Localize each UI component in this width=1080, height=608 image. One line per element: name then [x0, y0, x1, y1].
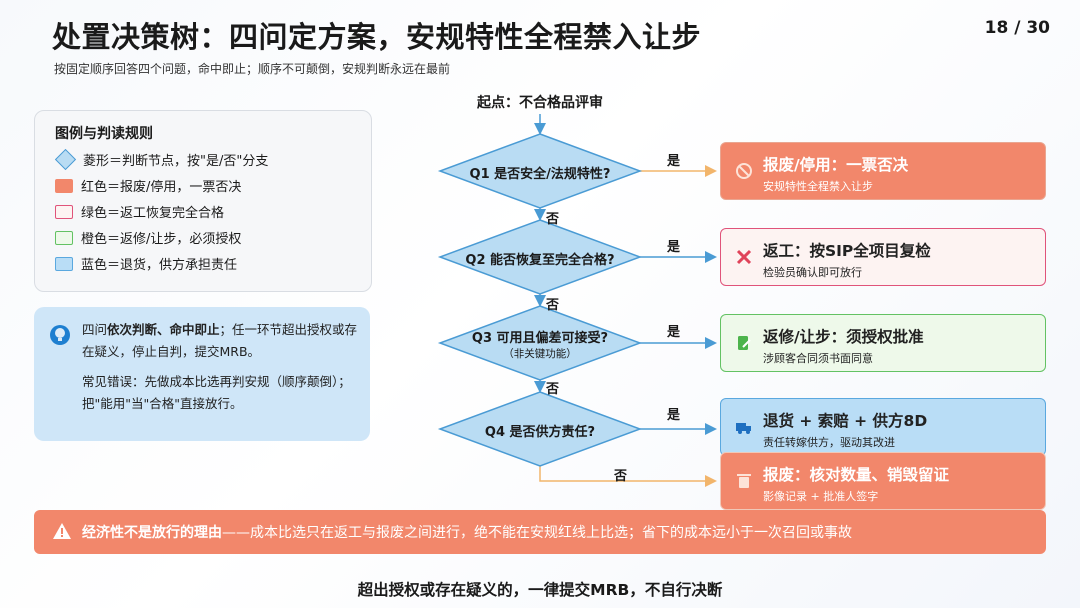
legend-item-label: 蓝色＝退货，供方承担责任 — [81, 258, 238, 273]
q3-yes-label: 是 — [667, 325, 681, 340]
warning-banner: 经济性不是放行的理由——成本比选只在返工与报废之间进行，绝不能在安规红线上比选；… — [34, 510, 1046, 554]
tip-text: 四问依次判断、命中即止；任一环节超出授权或存在疑义，停止自判，提交MRB。 常见… — [82, 319, 362, 415]
q1-label: Q1 是否安全/法规特性? — [469, 167, 611, 182]
banner-bold: 经济性不是放行的理由 — [82, 525, 222, 541]
ban-icon — [736, 163, 752, 179]
banner-rest: ——成本比选只在返工与报废之间进行，绝不能在安规红线上比选；省下的成本远小于一次… — [222, 525, 852, 541]
orange-swatch — [55, 230, 73, 245]
tip-line-2: 常见错误：先做成本比选再判安规（顺序颠倒）；把"能用"当"合格"直接放行。 — [82, 374, 351, 411]
q4-label: Q4 是否供方责任? — [484, 425, 596, 440]
outcome-subtitle: 安规特性全程禁入让步 — [763, 180, 873, 193]
q1-no-label: 否 — [546, 212, 560, 227]
tip-panel: 四问依次判断、命中即止；任一环节超出授权或存在疑义，停止自判，提交MRB。 常见… — [34, 307, 370, 441]
outcome-title: 返工：按SIP全项目复检 — [763, 242, 931, 260]
page-subtitle: 按固定顺序回答四个问题，命中即止；顺序不可颠倒，安规判断永远在最前 — [54, 62, 451, 76]
outcome-subtitle: 检验员确认即可放行 — [763, 266, 862, 279]
outcome-return-claim: 退货 + 索赔 + 供方8D 责任转嫁供方，驱动其改进 — [720, 398, 1046, 456]
legend-item-red: 红色＝报废/停用，一票否决 — [55, 176, 241, 195]
q2-label: Q2 能否恢复至完全合格? — [465, 253, 615, 268]
outcome-title: 报废：核对数量、销毁留证 — [763, 466, 950, 484]
legend-title: 图例与判读规则 — [55, 126, 153, 142]
q2-diamond — [437, 219, 643, 295]
tip-prefix: 四问 — [82, 322, 108, 337]
outcome-subtitle: 责任转嫁供方，驱动其改进 — [763, 436, 895, 449]
outcome-rework: 返工：按SIP全项目复检 检验员确认即可放行 — [720, 228, 1046, 286]
q4-no-arrow — [539, 466, 717, 487]
outcome-repair-concession: 返修/让步：须授权批准 涉顾客合同须书面同意 — [720, 314, 1046, 372]
tip-bold: 依次判断、命中即止 — [107, 322, 220, 337]
page-title: 处置决策树：四问定方案，安规特性全程禁入让步 — [52, 20, 702, 54]
q2-yes-label: 是 — [667, 240, 681, 255]
outcome-scrap-stop: 报废/停用：一票否决 安规特性全程禁入让步 — [720, 142, 1046, 200]
q3-diamond — [437, 305, 643, 381]
footer-note: 超出授权或存在疑义的，一律提交MRB，不自行决断 — [357, 581, 723, 599]
tip-line-1: 四问依次判断、命中即止；任一环节超出授权或存在疑义，停止自判，提交MRB。 — [82, 319, 362, 363]
legend-item-green: 绿色＝返工恢复完全合格 — [55, 202, 224, 221]
blue-swatch — [55, 256, 73, 271]
legend-item-label: 绿色＝返工恢复完全合格 — [81, 206, 225, 221]
legend-item-label: 菱形＝判断节点，按"是/否"分支 — [83, 154, 269, 169]
q3-label: Q3 可用且偏差可接受? — [471, 331, 609, 346]
legend-item-blue: 蓝色＝退货，供方承担责任 — [55, 254, 237, 273]
q1-yes-label: 是 — [667, 154, 681, 169]
q2-no-label: 否 — [546, 298, 560, 313]
tools-icon — [736, 249, 752, 265]
q1-diamond — [437, 133, 643, 209]
trash-icon — [737, 474, 751, 488]
outcome-subtitle: 影像记录 + 批准人签字 — [763, 490, 879, 503]
truck-icon — [736, 423, 751, 434]
legend-item-orange: 橙色＝返修/让步，必须授权 — [55, 228, 241, 247]
legend-item-diamond: 菱形＝判断节点，按"是/否"分支 — [54, 148, 269, 171]
outcome-title: 返修/让步：须授权批准 — [763, 328, 924, 346]
outcome-scrap-verify: 报废：核对数量、销毁留证 影像记录 + 批准人签字 — [720, 452, 1046, 510]
outcome-subtitle: 涉顾客合同须书面同意 — [763, 352, 873, 365]
legend-item-label: 红色＝报废/停用，一票否决 — [81, 180, 242, 195]
red-swatch — [55, 178, 73, 193]
q4-yes-label: 是 — [667, 408, 681, 423]
page-number: 18 / 30 — [984, 18, 1050, 38]
q3-note: （非关键功能） — [503, 348, 577, 360]
q4-no-label: 否 — [614, 469, 628, 484]
start-label: 起点：不合格品评审 — [477, 95, 603, 111]
legend-panel: 图例与判读规则 菱形＝判断节点，按"是/否"分支 红色＝报废/停用，一票否决 绿… — [34, 110, 372, 292]
outcome-title: 退货 + 索赔 + 供方8D — [763, 412, 928, 430]
green-swatch — [55, 204, 73, 219]
lightbulb-icon — [50, 325, 70, 345]
banner-text: 经济性不是放行的理由——成本比选只在返工与报废之间进行，绝不能在安规红线上比选；… — [82, 522, 852, 542]
outcome-title: 报废/停用：一票否决 — [763, 156, 909, 174]
q3-no-label: 否 — [546, 382, 560, 397]
legend-item-label: 橙色＝返修/让步，必须授权 — [81, 232, 242, 247]
edit-document-icon — [738, 336, 751, 350]
tip-rest: ；任一环节超出授权或存在疑义，停止自判，提交MRB。 — [82, 322, 358, 359]
q4-diamond — [437, 391, 643, 467]
warning-icon — [53, 523, 71, 539]
